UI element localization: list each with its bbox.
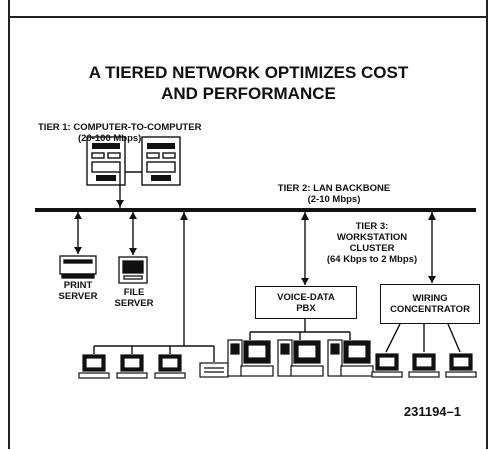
tier2-speed: (2-10 Mbps) (264, 194, 404, 205)
voice-data-terminal-icon (278, 340, 323, 376)
file-server-line-1: FILE (110, 287, 158, 298)
voice-data-terminal-icon (328, 340, 373, 376)
print-server-icon (60, 256, 96, 278)
print-server-line-1: PRINT (52, 280, 104, 291)
pbx-line-1: VOICE-DATA (277, 292, 335, 303)
concentrator-line-1: WIRING (390, 293, 470, 304)
figure-number: 231194–1 (404, 404, 461, 419)
tier1-computer-right (142, 137, 180, 185)
tier1-speed: (20-100 Mbps) (38, 133, 201, 144)
file-server-label: FILE SERVER (110, 287, 158, 309)
lan-backbone-bus (35, 208, 476, 212)
tier3-line-2: WORKSTATION (314, 232, 430, 243)
print-server-line-2: SERVER (52, 291, 104, 302)
workstation-icon (372, 354, 402, 377)
tier3-label: TIER 3: WORKSTATION CLUSTER (64 Kbps to … (314, 221, 430, 265)
tier3-line-3: CLUSTER (314, 243, 430, 254)
workstation-icon (446, 354, 476, 377)
tier3-line-1: TIER 3: (314, 221, 430, 232)
workstation-icon (409, 354, 439, 377)
tier1-label: TIER 1: COMPUTER-TO-COMPUTER (20-100 Mbp… (38, 122, 201, 144)
tier3-speed: (64 Kbps to 2 Mbps) (314, 254, 430, 265)
voice-data-pbx-box: VOICE-DATA PBX (255, 286, 357, 319)
pbx-line-2: PBX (277, 303, 335, 314)
workstation-icon (117, 355, 147, 378)
file-server-line-2: SERVER (110, 298, 158, 309)
print-server-label: PRINT SERVER (52, 280, 104, 302)
concentrator-line-2: CONCENTRATOR (390, 304, 470, 315)
tier1-label-text: TIER 1: COMPUTER-TO-COMPUTER (38, 122, 201, 133)
terminal-box-icon (200, 363, 228, 377)
tier2-label: TIER 2: LAN BACKBONE (2-10 Mbps) (264, 183, 404, 205)
wiring-concentrator-box: WIRING CONCENTRATOR (380, 284, 480, 324)
tier2-label-text: TIER 2: LAN BACKBONE (264, 183, 404, 194)
workstation-icon (79, 355, 109, 378)
file-server-icon (119, 257, 147, 283)
voice-data-terminal-icon (228, 340, 273, 376)
workstation-icon (155, 355, 185, 378)
